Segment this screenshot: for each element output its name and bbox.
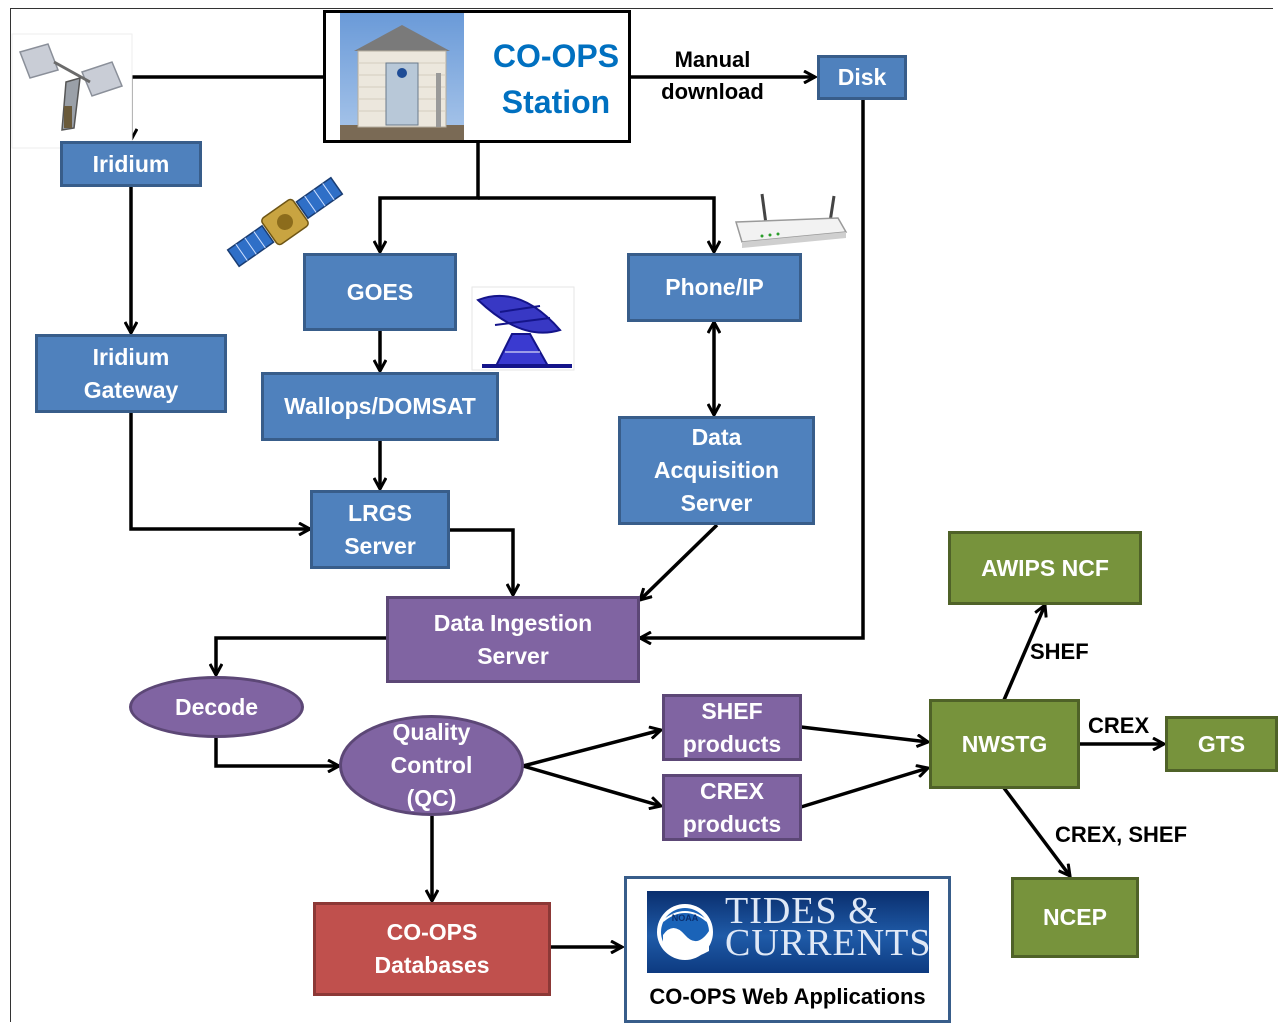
data-ingest-line2: Server — [477, 642, 549, 669]
edge-station-to-iridium — [131, 75, 323, 140]
nwstg-node: NWSTG — [929, 699, 1080, 789]
ncep-label: NCEP — [1043, 904, 1107, 930]
lrgs-line2: Server — [344, 532, 416, 559]
edge-gateway-to-lrgs — [129, 413, 310, 529]
iridium-satellite-icon — [11, 33, 133, 149]
crex-products-line1: CREX — [700, 777, 764, 804]
shef-products-line1: SHEF — [701, 697, 763, 724]
iridium-gateway-line1: Iridium — [92, 343, 170, 370]
data-ingest-line1: Data Ingestion — [433, 609, 593, 636]
shef-products-line2: products — [682, 730, 782, 757]
wallops-domsat-node: Wallops/DOMSAT — [261, 372, 499, 441]
edge-ingest-to-decode — [216, 636, 387, 675]
disk-node: Disk — [817, 55, 907, 100]
edge-crex-to-nwstg — [800, 768, 928, 809]
data-acq-line3: Server — [680, 490, 753, 516]
gts-label: GTS — [1197, 730, 1246, 757]
decode-node: Decode — [129, 676, 304, 738]
diagram-frame — [10, 8, 1273, 1022]
decode-label: Decode — [174, 693, 259, 720]
coops-station-node: CO-OPS Station — [323, 10, 631, 143]
goes-satellite-icon — [226, 176, 344, 268]
noaa-logo-icon: NOAA — [657, 904, 713, 960]
tides-wordmark-line2: CURRENTS — [725, 922, 932, 964]
phone-ip-label: Phone/IP — [665, 274, 764, 300]
edge-lrgs-to-ingest — [449, 528, 513, 595]
station-title-line1: CO-OPS — [492, 38, 620, 74]
nwstg-label: NWSTG — [961, 730, 1048, 757]
data-ingestion-server-node: Data Ingestion Server — [386, 596, 640, 683]
iridium-gateway-node: Iridium Gateway — [35, 334, 227, 413]
ncep-node: NCEP — [1011, 877, 1139, 958]
gts-node: GTS — [1165, 716, 1278, 772]
edge-disk-to-ingest — [640, 100, 865, 638]
lrgs-line1: LRGS — [348, 499, 412, 526]
wallops-domsat-label: Wallops/DOMSAT — [284, 393, 476, 419]
tides-wordmark-line1: TIDES & — [725, 890, 879, 932]
manual-download-line2: download — [661, 79, 764, 104]
web-applications-label: CO-OPS Web Applications — [649, 984, 926, 1009]
crex-products-line2: products — [682, 810, 782, 837]
satellite-dish-icon — [471, 286, 575, 371]
databases-line2: Databases — [374, 952, 490, 978]
tides-currents-wordmark: TIDES & CURRENTS — [725, 890, 932, 964]
iridium-label: Iridium — [92, 150, 170, 177]
noaa-logo-text: NOAA — [672, 913, 699, 923]
edge-nwstg-to-ncep — [1002, 786, 1070, 876]
data-acquisition-server-node: Data Acquisition Server — [618, 416, 815, 525]
edge-qc-to-shef — [522, 730, 661, 768]
awips-ncf-label: AWIPS NCF — [981, 554, 1109, 581]
qc-line3: (QC) — [406, 785, 457, 811]
crex-shef-edge-label: CREX, SHEF — [1055, 822, 1188, 847]
quality-control-node: Quality Control (QC) — [339, 715, 524, 816]
awips-ncf-node: AWIPS NCF — [948, 531, 1142, 605]
manual-download-label: Manual download — [650, 44, 775, 108]
edge-nwstg-to-awips — [1002, 605, 1045, 701]
edge-station-to-phone — [478, 196, 714, 252]
web-applications-node: NOAA TIDES & CURRENTS CO-OPS Web Applica… — [624, 876, 951, 1023]
goes-label: GOES — [346, 278, 414, 305]
manual-download-line1: Manual — [674, 47, 751, 72]
phone-ip-node: Phone/IP — [627, 253, 802, 322]
edge-qc-to-crex — [522, 764, 661, 806]
station-title-line2: Station — [501, 84, 611, 120]
crex-products-node: CREX products — [662, 774, 802, 841]
edge-station-to-goes — [380, 143, 480, 252]
goes-node: GOES — [303, 253, 457, 331]
data-acq-line1: Data — [691, 424, 742, 450]
crex-edge-label: CREX — [1088, 713, 1150, 738]
iridium-gateway-line2: Gateway — [83, 376, 179, 403]
station-title: CO-OPS Station — [486, 33, 626, 125]
shef-edge-label: SHEF — [1030, 639, 1089, 664]
qc-line1: Quality — [392, 719, 471, 745]
coops-databases-node: CO-OPS Databases — [313, 902, 551, 996]
router-icon — [735, 193, 848, 248]
databases-line1: CO-OPS — [386, 919, 478, 945]
station-building-icon — [340, 13, 464, 140]
lrgs-server-node: LRGS Server — [310, 490, 450, 569]
data-acq-line2: Acquisition — [653, 457, 780, 483]
disk-label: Disk — [837, 64, 887, 90]
edge-acq-to-ingest — [640, 523, 719, 600]
qc-line2: Control — [390, 752, 473, 778]
edge-decode-to-qc — [214, 737, 339, 766]
iridium-node: Iridium — [60, 141, 202, 187]
shef-products-node: SHEF products — [662, 694, 802, 761]
tides-currents-banner: NOAA TIDES & CURRENTS — [647, 890, 932, 973]
edge-shef-to-nwstg — [800, 725, 928, 742]
